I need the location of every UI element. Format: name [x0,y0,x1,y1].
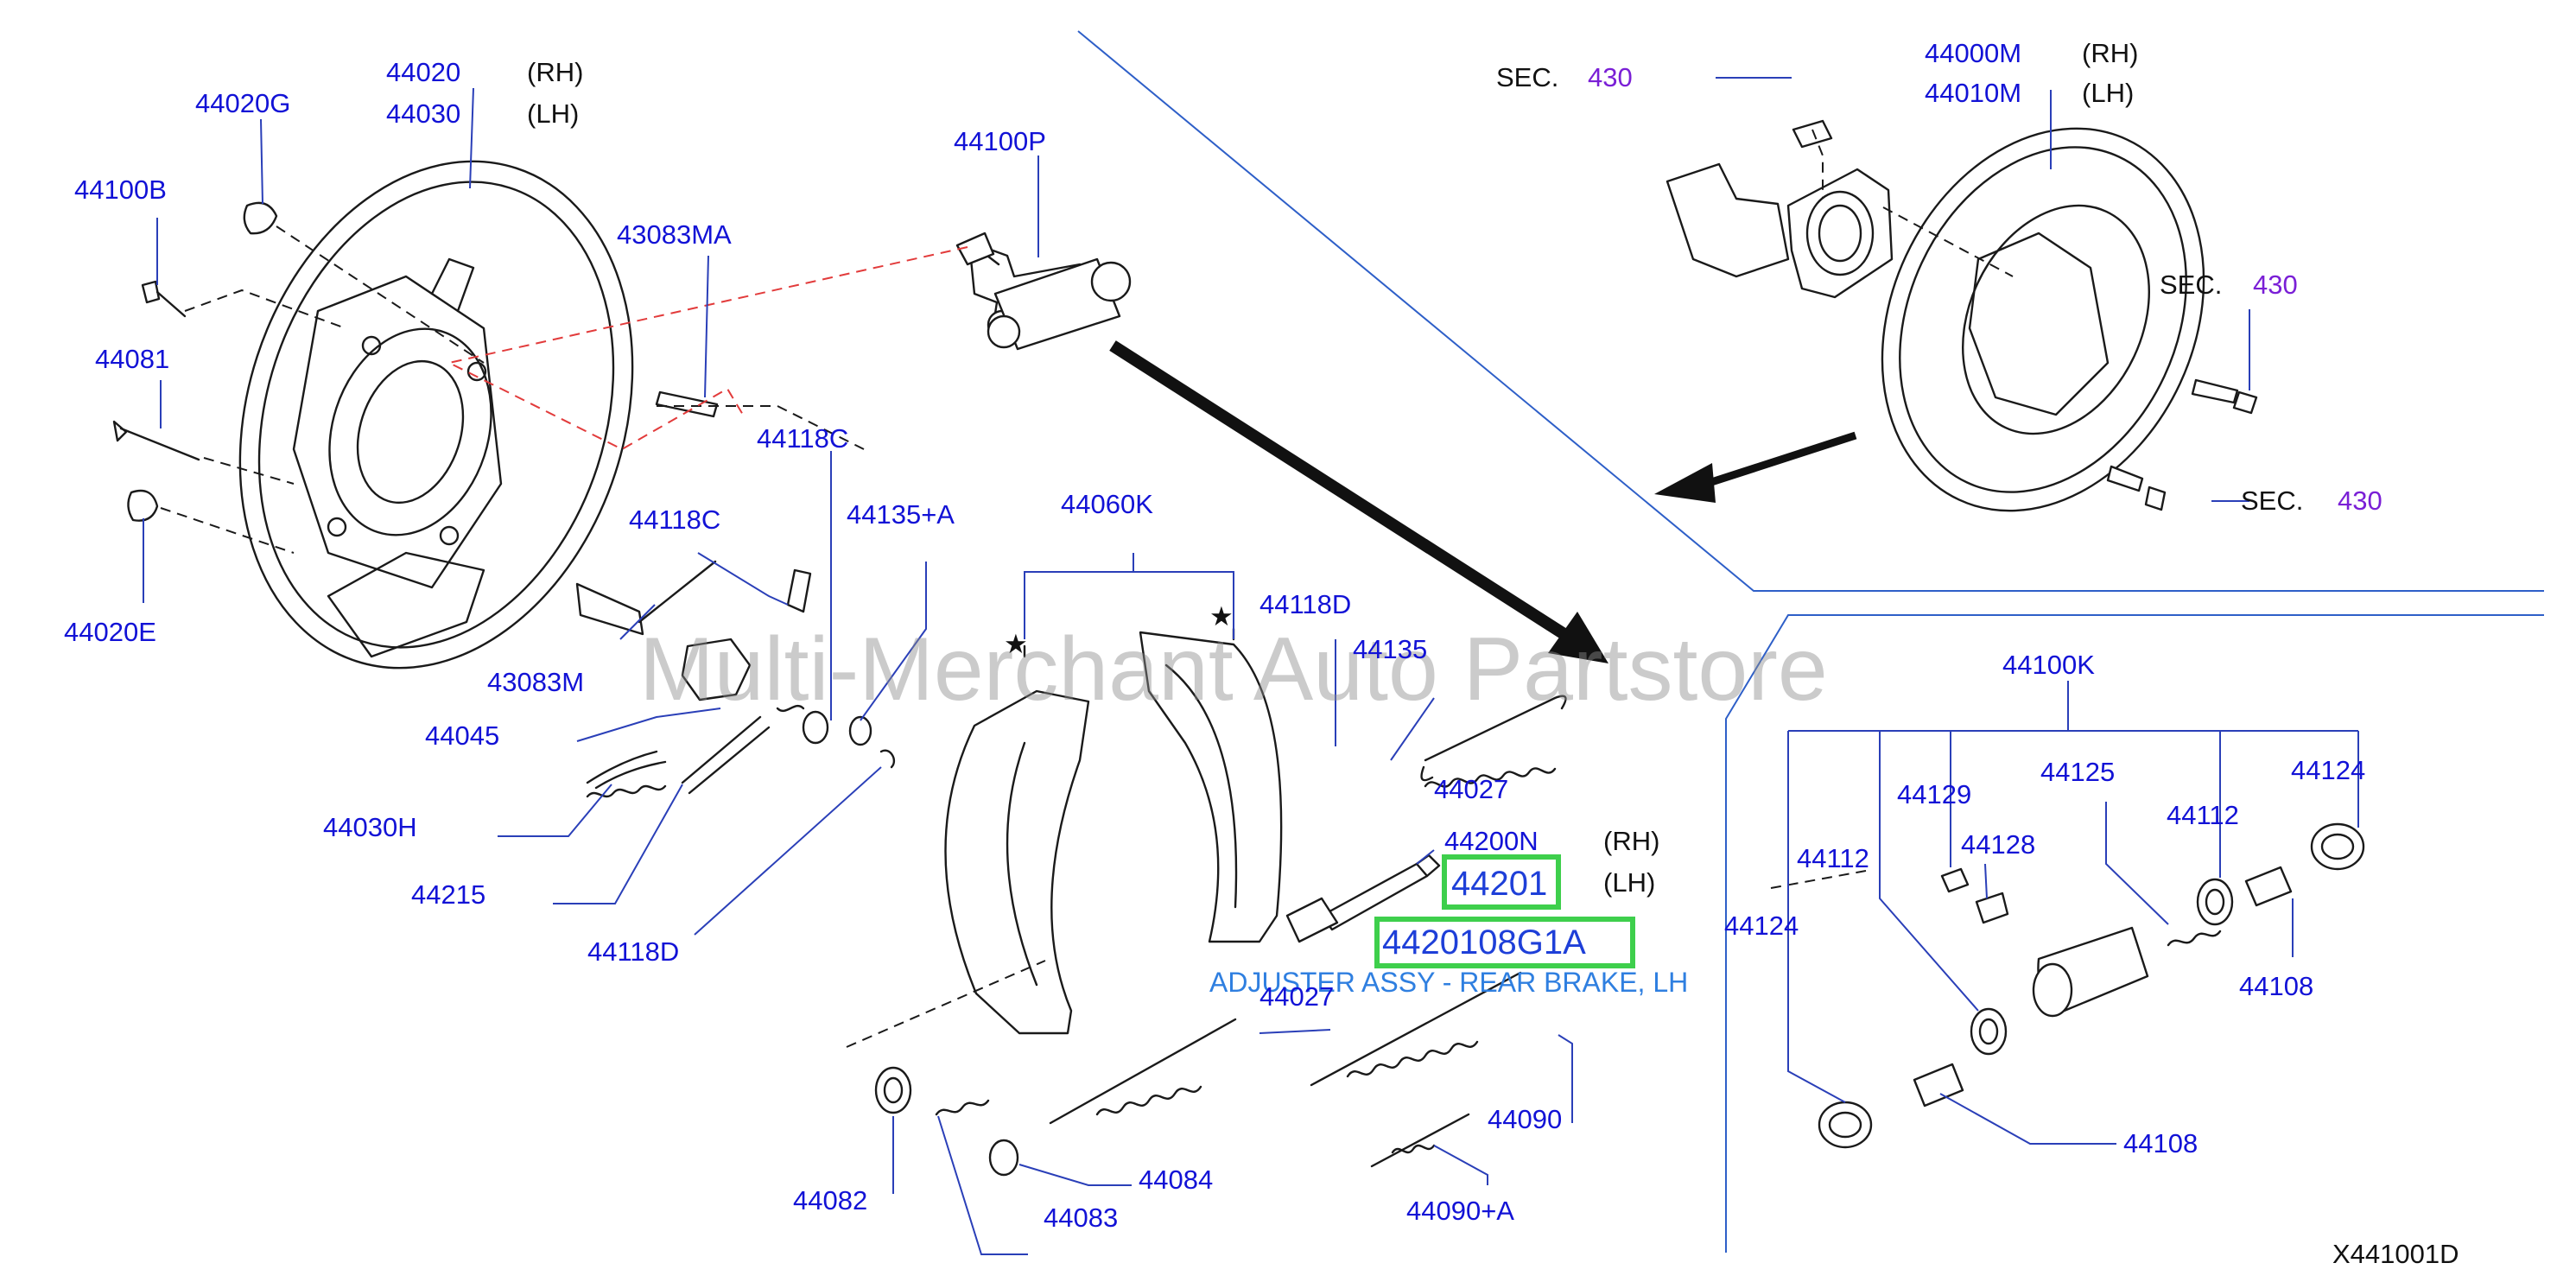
highlighted-oem-number: 4420108G1A [1382,923,1586,962]
star-marker-icon: ★ [1209,601,1234,631]
part-number-label: 44200N [1444,826,1539,856]
part-number-label: 44045 [425,720,499,751]
section-prefix: SEC. [2241,486,2303,516]
part-number-label: 44090 [1488,1104,1562,1134]
section-number: 430 [2253,270,2298,300]
highlight-boxes [1374,854,1635,968]
detail-arrow-head-icon [1548,612,1608,663]
section-prefix: SEC. [2160,270,2222,300]
part-number-label: 44108 [2239,971,2313,1001]
detail-arrow-line [1109,340,1576,644]
section-dividers [1077,30,2544,1253]
part-number-label: 44112 [2167,800,2239,830]
part-number-label: 44135 [1353,634,1427,664]
secondary-highlight-box [1374,917,1635,968]
assembly-arrow-line [1704,431,1857,488]
part-number-label: 44020 [386,57,460,87]
part-number-label: 44100K [2002,650,2095,680]
drum-assembly-drawing [1666,119,2258,512]
part-number-label: 44030H [323,812,417,842]
dashed-guides [160,129,2014,1048]
adjuster-drawing [1285,854,1441,943]
part-number-label: 44090+A [1406,1196,1514,1226]
springs-drawing [586,695,1567,1168]
part-number-label: 44118C [629,505,720,535]
wheel-cylinder-drawing [955,232,1132,351]
assembly-arrow-head-icon [1654,463,1716,503]
part-number-label: 44083 [1044,1203,1118,1233]
part-number-label: 44112 [1797,843,1869,873]
diagram-reference-code: X441001D [2332,1239,2459,1269]
part-number-label: 43083M [487,667,584,697]
part-number-label: 44027 [1259,981,1334,1012]
part-number-label: 44084 [1139,1165,1213,1195]
highlighted-part-number: 44201 [1451,865,1547,903]
section-prefix: SEC. [1496,62,1558,92]
part-number-label: 44124 [1724,911,1799,941]
part-number-label: 44124 [2291,755,2365,785]
part-number-label: 44215 [411,879,485,910]
bottom-hardware-drawing [874,1066,1019,1177]
part-number-label: 44020E [64,617,156,647]
part-number-label: 44030 [386,98,460,129]
wheel-cylinder-kit-drawing [1818,822,2365,1149]
primary-highlight-box [1442,854,1561,910]
part-number-label: 44118D [1259,589,1351,619]
part-number-label: 44118C [757,423,848,454]
part-number-label: 44118D [587,936,679,967]
section-number: 430 [1588,62,1633,92]
part-number-label: 44060K [1061,489,1153,519]
part-number-label: 43083MA [617,219,732,250]
direction-arrows [1109,340,1857,663]
part-number-label: 44000M [1925,38,2021,68]
section-number: 430 [2338,486,2382,516]
side-lh-label: (LH) [2082,78,2134,108]
part-number-label: 44129 [1897,779,1971,809]
part-number-label: 44108 [2123,1128,2198,1158]
lower-right-divider [1725,614,2544,1253]
star-marker-icon: ★ [1004,629,1028,659]
part-number-label: 44100B [74,175,167,205]
upper-right-divider [1077,30,2544,592]
part-number-label: 44082 [793,1185,867,1215]
part-number-label: 44020G [195,88,290,118]
part-number-label: 44125 [2040,757,2115,787]
side-rh-label: (RH) [2082,38,2138,68]
store-watermark: Multi-Merchant Auto Partstore [639,619,1828,720]
brake-shoes-drawing [944,627,1283,1035]
side-rh-label: (RH) [1603,826,1659,856]
side-lh-label: (LH) [1603,867,1655,898]
side-rh-label: (RH) [527,57,583,87]
part-number-label: 44135+A [847,499,955,530]
part-number-label: 44100P [954,126,1046,156]
leader-lines [143,77,2359,1255]
part-number-label: 44027 [1434,774,1508,804]
part-number-label: 44128 [1961,829,2035,860]
back-plate-drawing [238,160,634,670]
part-description-note: ADJUSTER ASSY - REAR BRAKE, LH [1209,967,1688,998]
side-lh-label: (LH) [527,98,579,129]
part-number-label: 44010M [1925,78,2021,108]
part-number-label: 44081 [95,344,169,374]
